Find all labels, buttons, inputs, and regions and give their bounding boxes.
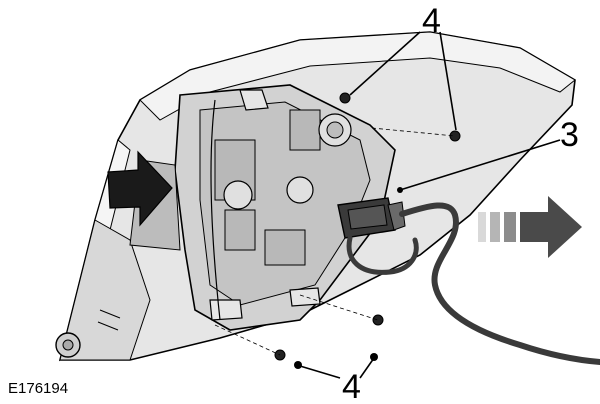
leader-line (399, 139, 561, 191)
callout-dot (370, 353, 378, 361)
electrical-connector (337, 197, 406, 239)
bulb-socket (223, 180, 253, 210)
figure-id-label: E176194 (8, 380, 68, 397)
leader-line (299, 365, 341, 379)
leader-line (359, 357, 375, 379)
leader-line (439, 31, 457, 131)
callout-label-4-top: 4 (422, 2, 441, 40)
wiring-harness (346, 235, 419, 275)
callout-dot (294, 361, 302, 369)
fastener-axis-line (214, 324, 281, 356)
callout-label-3: 3 (560, 116, 579, 154)
callout-label-4-bottom: 4 (342, 368, 361, 404)
push-direction-arrow-icon (107, 150, 173, 227)
callout-dot (397, 187, 403, 193)
leader-line (349, 31, 421, 96)
nut-fastener (339, 92, 351, 104)
bulb-socket (286, 176, 314, 204)
remove-direction-arrow-icon (478, 196, 582, 258)
wiring-harness (399, 202, 600, 365)
bulb-carrier-plate (174, 84, 396, 331)
